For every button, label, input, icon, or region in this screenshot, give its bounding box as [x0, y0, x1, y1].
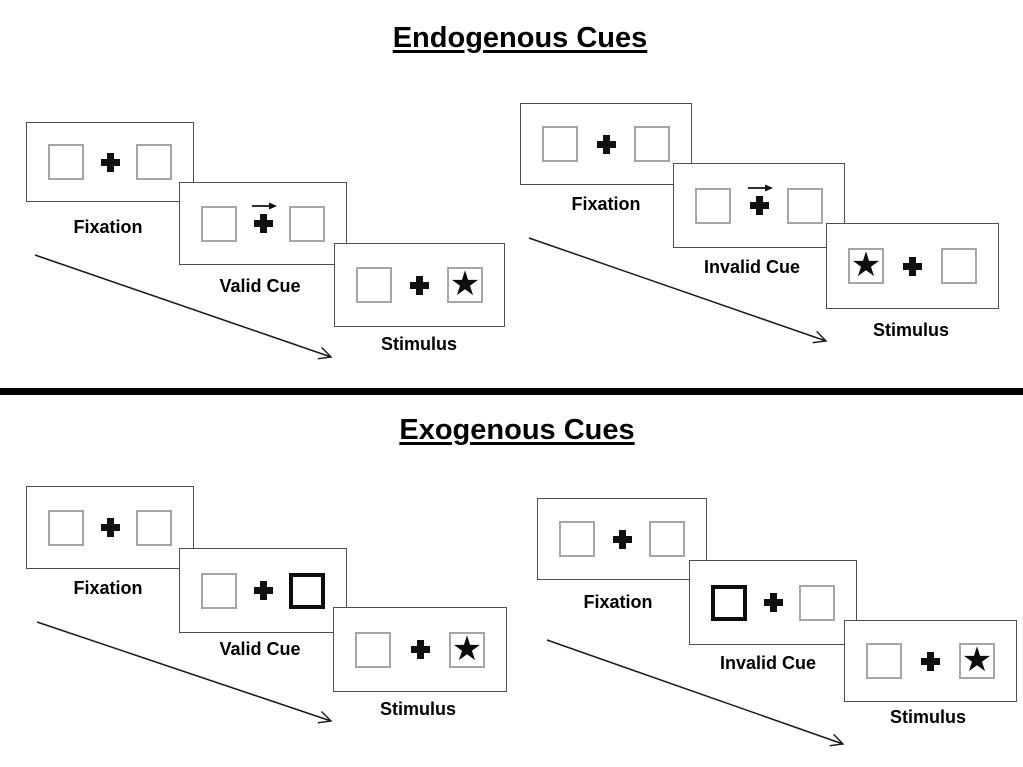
left-placeholder-box	[48, 144, 84, 180]
exogenous-invalid-fixation-panel	[537, 498, 707, 580]
exogenous-valid-cue-panel	[179, 548, 347, 633]
endogenous-invalid-cue-panel	[673, 163, 845, 248]
exogenous-invalid-cue-panel	[689, 560, 857, 645]
panel-label: Fixation	[571, 194, 641, 214]
left-placeholder-box	[542, 126, 578, 162]
right-cue-highlight-box	[289, 572, 325, 609]
endogenous-valid-stimulus-panel: ★	[334, 243, 505, 327]
fixation-cross-icon	[763, 593, 783, 612]
star-stimulus-icon: ★	[451, 629, 483, 668]
panel-label: Stimulus	[889, 707, 967, 727]
timeline-arrow-exogenous-valid	[36, 621, 333, 724]
panel-label: Stimulus	[379, 699, 457, 719]
right-placeholder-box	[799, 584, 835, 621]
panel-label: Valid Cue	[219, 639, 301, 659]
panel-label: Stimulus	[872, 320, 950, 340]
left-placeholder-box	[866, 643, 902, 679]
right-placeholder-box	[634, 126, 670, 162]
fixation-cross-icon	[921, 651, 940, 671]
right-target-box: ★	[959, 643, 995, 679]
timeline-arrow-endogenous-invalid	[528, 237, 828, 344]
right-target-box: ★	[449, 629, 485, 668]
panel-label: Stimulus	[380, 334, 458, 354]
cue-arrow-icon	[748, 184, 774, 191]
right-placeholder-box	[941, 248, 977, 284]
star-stimulus-icon: ★	[449, 265, 481, 303]
timeline-arrow-endogenous-valid	[34, 254, 333, 360]
right-placeholder-box	[136, 509, 172, 546]
right-placeholder-box	[136, 144, 172, 180]
fixation-cross-icon	[410, 640, 430, 659]
cue-arrow-icon	[252, 202, 278, 209]
exogenous-valid-fixation-panel	[26, 486, 194, 569]
endogenous-section-title: Endogenous Cues	[392, 22, 648, 54]
left-placeholder-box	[355, 631, 391, 668]
fixation-cross-icon	[253, 214, 273, 233]
exogenous-invalid-stimulus-panel: ★	[844, 620, 1017, 702]
left-cue-highlight-box	[711, 584, 747, 621]
fixation-cross-icon	[612, 529, 632, 549]
exogenous-section-title: Exogenous Cues	[399, 414, 635, 446]
fixation-cross-icon	[410, 275, 429, 295]
right-target-box: ★	[447, 267, 483, 303]
panel-label: Invalid Cue	[719, 653, 817, 673]
left-target-box: ★	[848, 248, 884, 284]
left-placeholder-box	[695, 187, 731, 224]
right-placeholder-box	[289, 205, 325, 242]
fixation-cross-icon	[100, 518, 120, 537]
endogenous-invalid-stimulus-panel: ★	[826, 223, 999, 309]
left-placeholder-box	[201, 572, 237, 609]
fixation-cross-icon	[253, 581, 273, 600]
star-stimulus-icon: ★	[850, 246, 882, 284]
right-placeholder-box	[649, 521, 685, 557]
left-placeholder-box	[356, 267, 392, 303]
fixation-cross-icon	[596, 134, 616, 154]
fixation-cross-icon	[903, 256, 922, 276]
endogenous-valid-cue-panel	[179, 182, 347, 265]
left-placeholder-box	[559, 521, 595, 557]
fixation-cross-icon	[100, 152, 120, 172]
panel-label: Fixation	[583, 592, 653, 612]
panel-label: Invalid Cue	[703, 257, 801, 277]
right-placeholder-box	[787, 187, 823, 224]
panel-label: Valid Cue	[219, 276, 301, 296]
left-placeholder-box	[48, 509, 84, 546]
fixation-cross-icon	[749, 196, 769, 215]
endogenous-valid-fixation-panel	[26, 122, 194, 202]
panel-label: Fixation	[73, 217, 143, 237]
endogenous-invalid-fixation-panel	[520, 103, 692, 185]
exogenous-valid-stimulus-panel: ★	[333, 607, 507, 692]
panel-label: Fixation	[73, 578, 143, 598]
star-stimulus-icon: ★	[961, 641, 993, 679]
timeline-arrow-exogenous-invalid	[546, 639, 845, 747]
section-divider	[0, 388, 1023, 395]
left-placeholder-box	[201, 205, 237, 242]
